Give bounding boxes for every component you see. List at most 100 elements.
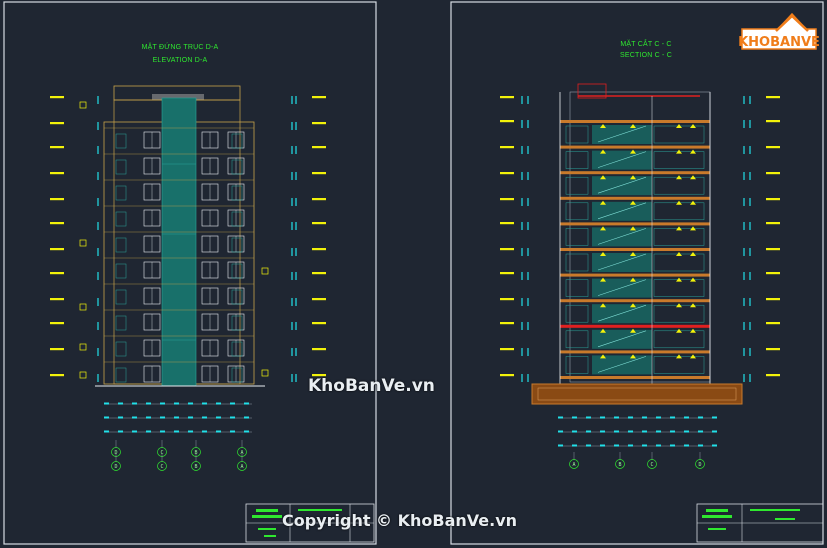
grid-axis-label: D	[114, 450, 117, 456]
level-marker	[766, 348, 780, 351]
section-level-flag	[600, 175, 606, 180]
dim-tick	[600, 416, 605, 419]
dim-tick	[558, 416, 563, 419]
level-marker	[312, 348, 326, 351]
section-level-flag	[690, 226, 696, 231]
level-tag	[79, 371, 87, 379]
section-level-flag	[600, 200, 606, 205]
dim-tick	[202, 402, 207, 405]
grid-axis-label: A	[240, 464, 243, 470]
dim-tick	[202, 416, 207, 419]
elev-side-window	[231, 159, 243, 175]
level-marker	[500, 322, 514, 325]
dim-tick	[132, 430, 137, 433]
elev-side-window	[231, 237, 243, 253]
elevation-drawing	[95, 85, 265, 387]
grid-axis-label: C	[650, 462, 653, 468]
dim-tick	[230, 416, 235, 419]
level-marker	[50, 322, 64, 325]
section-slab	[560, 222, 710, 226]
dim-tick	[684, 430, 689, 433]
level-marker	[500, 248, 514, 251]
level-marker	[500, 172, 514, 175]
elev-side-window	[231, 367, 243, 383]
section-level-flag	[600, 354, 606, 359]
elev-side-window	[115, 263, 127, 279]
section-room	[653, 253, 705, 272]
dim-tick	[146, 402, 151, 405]
section-level-flag	[630, 328, 636, 333]
dim-tick	[132, 402, 137, 405]
section-slab	[560, 196, 710, 200]
section-level-flag	[676, 200, 682, 205]
level-marker	[766, 322, 780, 325]
section-room	[653, 356, 705, 374]
section-level-flag	[600, 149, 606, 154]
section-level-flag	[676, 303, 682, 308]
dim-tick	[572, 444, 577, 447]
level-marker	[50, 146, 64, 149]
dim-tick	[244, 402, 249, 405]
section-room	[565, 125, 589, 144]
section-title-line2: SECTION C - C	[620, 52, 672, 59]
watermark-center: KhoBanVe.vn	[308, 376, 435, 396]
dim-tick	[118, 430, 123, 433]
dim-tick	[712, 444, 717, 447]
dim-tick	[572, 430, 577, 433]
section-level-flag	[600, 303, 606, 308]
dim-tick	[558, 430, 563, 433]
level-tag	[79, 343, 87, 351]
level-marker	[500, 96, 514, 99]
level-marker	[766, 272, 780, 275]
level-tag	[79, 303, 87, 311]
section-room	[653, 228, 705, 246]
dim-tick	[146, 430, 151, 433]
dim-tick	[586, 430, 591, 433]
level-marker	[50, 122, 64, 125]
elev-side-window	[231, 185, 243, 201]
dim-tick	[642, 430, 647, 433]
dim-tick	[174, 402, 179, 405]
grid-axis-label: B	[194, 450, 197, 456]
dim-tick	[202, 430, 207, 433]
level-marker	[766, 198, 780, 201]
dim-tick	[656, 430, 661, 433]
elevation-title-line1: MẶT ĐỨNG TRỤC D-A	[141, 44, 219, 51]
level-marker	[50, 374, 64, 377]
level-marker	[312, 122, 326, 125]
dim-tick	[160, 402, 165, 405]
dim-tick	[614, 416, 619, 419]
level-marker	[766, 120, 780, 123]
section-drawing	[531, 83, 743, 405]
dim-tick	[670, 430, 675, 433]
level-marker	[50, 298, 64, 301]
level-marker	[312, 222, 326, 225]
level-marker	[312, 146, 326, 149]
section-slab	[560, 273, 710, 277]
elev-side-window	[115, 211, 127, 227]
section-level-flag	[676, 175, 682, 180]
level-tag	[79, 101, 87, 109]
dim-tick	[216, 402, 221, 405]
dim-tick	[670, 416, 675, 419]
watermark-bottom: Copyright © KhoBanVe.vn	[282, 511, 518, 530]
elevation-dimension-lines	[97, 96, 297, 433]
left-sheet-frame	[3, 1, 377, 545]
level-marker	[766, 298, 780, 301]
elev-side-window	[231, 341, 243, 357]
section-room	[653, 125, 705, 144]
logo-text: KHOBANVE	[738, 35, 820, 50]
khobanve-logo: KHOBANVE	[738, 12, 820, 50]
section-title-line1: MẶT CẮT C - C	[620, 41, 672, 48]
dim-tick	[104, 416, 109, 419]
level-marker	[312, 272, 326, 275]
section-room	[565, 304, 589, 323]
elevation-title-line2: ELEVATION D-A	[152, 57, 208, 64]
dim-tick	[558, 444, 563, 447]
section-level-flag	[630, 252, 636, 256]
dim-tick	[216, 416, 221, 419]
dim-tick	[712, 430, 717, 433]
dim-tick	[628, 444, 633, 447]
